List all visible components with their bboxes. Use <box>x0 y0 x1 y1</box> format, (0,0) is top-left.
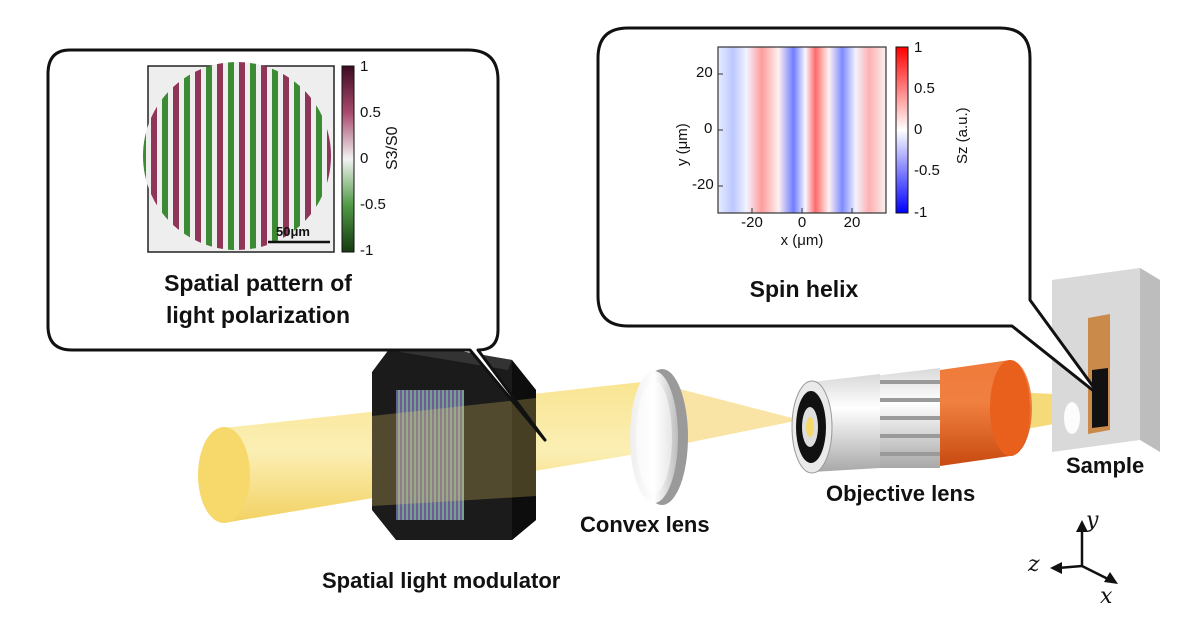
heatmap-ytick: 0 <box>704 120 713 137</box>
colorbar-right <box>895 46 909 214</box>
colorbar-left-label: S3/S0 <box>384 126 401 170</box>
spin-helix-heatmap <box>717 46 887 214</box>
colorbar-right-tick: -0.5 <box>914 162 940 179</box>
axis-z-label: z <box>1028 552 1040 577</box>
slm-label: Spatial light modulator <box>322 568 561 593</box>
colorbar-left-tick: -0.5 <box>360 196 386 213</box>
sample-label: Sample <box>1066 453 1145 478</box>
colorbar-left-tick: -1 <box>360 242 374 259</box>
heatmap-xtick: 0 <box>797 214 807 231</box>
spatial-light-modulator <box>372 340 536 540</box>
colorbar-right-tick: 0 <box>914 121 923 138</box>
scale-bar-label: 50μm <box>276 224 310 239</box>
objective-lens <box>791 360 1032 474</box>
callout-right-title: Spin helix <box>749 276 859 302</box>
heatmap-xtick: -20 <box>741 214 763 231</box>
sample-holder <box>1052 268 1160 452</box>
colorbar-left-tick: 1 <box>360 58 369 75</box>
callout-left-title-line1: Spatial pattern of <box>164 270 352 296</box>
heatmap-xtick: 20 <box>843 214 861 231</box>
colorbar-left-tick: 0.5 <box>360 104 381 121</box>
heatmap-ytick: 20 <box>696 64 713 81</box>
colorbar-left-tick: 0 <box>360 150 369 167</box>
heatmap-ylabel: y (μm) <box>674 123 691 166</box>
colorbar-right-tick: 0.5 <box>914 80 935 97</box>
colorbar-left <box>341 65 355 253</box>
colorbar-right-label: Sz (a.u.) <box>954 107 971 164</box>
callout-left-title-line2: light polarization <box>166 302 350 328</box>
convex-lens-label: Convex lens <box>580 512 710 537</box>
colorbar-right-tick: 1 <box>914 39 923 56</box>
axis-x-label: x <box>1100 584 1113 609</box>
callout-left <box>46 48 547 442</box>
heatmap-ytick: -20 <box>692 176 714 193</box>
convex-lens <box>630 369 688 505</box>
colorbar-right-tick: -1 <box>914 204 928 221</box>
coordinate-axes <box>1050 520 1118 584</box>
objective-lens-label: Objective lens <box>826 481 976 506</box>
callout-right <box>596 26 1102 398</box>
axis-y-label: y <box>1086 508 1099 533</box>
heatmap-xlabel: x (μm) <box>780 232 824 249</box>
